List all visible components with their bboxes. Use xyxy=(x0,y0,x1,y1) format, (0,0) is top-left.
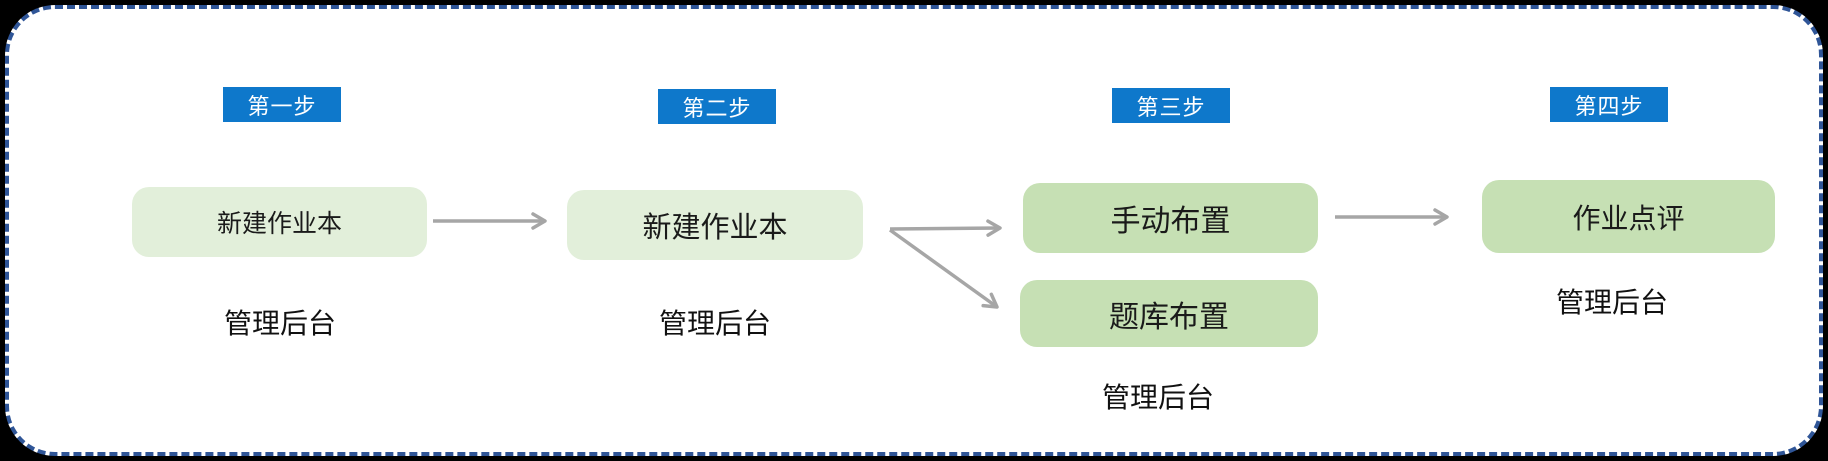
step4-badge: 第四步 xyxy=(1550,87,1668,122)
step3-caption: 管理后台 xyxy=(1101,381,1214,414)
step2-badge: 第二步 xyxy=(658,89,776,124)
step2-caption: 管理后台 xyxy=(658,307,771,340)
step1-box-create-workbook: 新建作业本 xyxy=(132,187,427,257)
step3-box-question-bank-assign: 题库布置 xyxy=(1020,280,1318,347)
step4-caption: 管理后台 xyxy=(1555,286,1668,319)
step3-box-manual-assign: 手动布置 xyxy=(1023,183,1318,253)
step1-caption: 管理后台 xyxy=(223,307,336,340)
step4-box-homework-review: 作业点评 xyxy=(1482,180,1775,253)
step3-badge: 第三步 xyxy=(1112,88,1230,123)
step2-box-create-workbook: 新建作业本 xyxy=(567,190,863,260)
step1-badge: 第一步 xyxy=(223,87,341,122)
